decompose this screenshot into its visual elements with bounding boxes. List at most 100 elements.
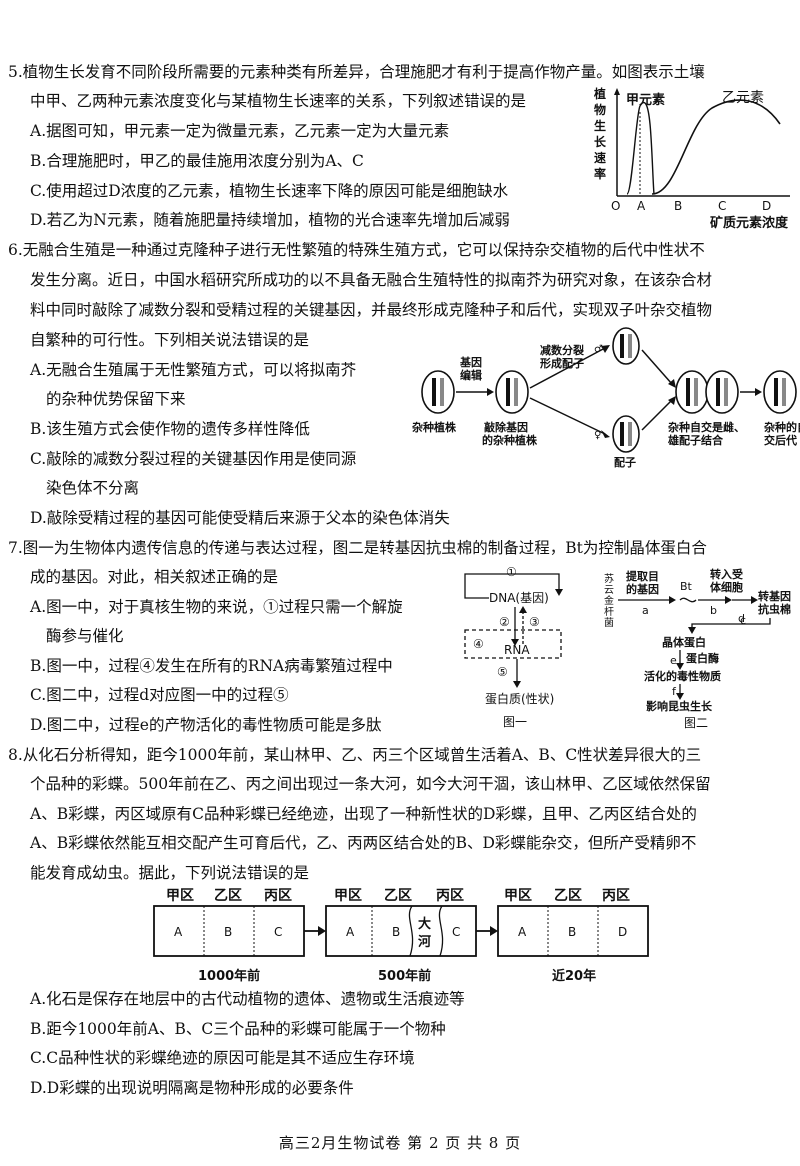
- q7-option-d: D.图二中，过程e的产物活化的毒性物质可能是多肽: [30, 716, 382, 734]
- q5-option-b: B.合理施肥时，甲乙的最佳施用浓度分别为A、C: [30, 152, 364, 170]
- p2-b: B: [392, 925, 400, 939]
- step4-label: ④: [473, 637, 484, 651]
- female-symbol: ♀: [594, 430, 601, 441]
- step3-label: ③: [529, 615, 540, 629]
- panel-500-years: [325, 905, 477, 957]
- offspring-label-1: 杂种的自: [764, 420, 800, 434]
- q6-option-a-1: A.无融合生殖属于无性繁殖方式，可以将拟南芥: [30, 361, 357, 379]
- q8-stem-line1: 8.从化石分析得知，距今1000年前，某山林甲、乙、丙三个区域曾生活着A、B、C…: [8, 746, 702, 764]
- q7-stem-line2: 成的基因。对此，相关叙述正确的是: [30, 568, 279, 586]
- crystal-protein-label: 晶体蛋白: [662, 635, 706, 649]
- step-e-label: e: [670, 654, 677, 667]
- q5-stem-line2: 中甲、乙两种元素浓度变化与某植物生长速率的关系，下列叙述错误的是: [30, 92, 527, 110]
- p3-a: A: [518, 925, 527, 939]
- source-char-2: 云: [604, 585, 614, 596]
- y-axis-label-1: 植: [593, 86, 606, 101]
- step-b-label: b: [710, 604, 717, 617]
- toxin-label: 活化的毒性物质: [644, 669, 721, 683]
- transfer-label-1: 转入受: [710, 567, 743, 581]
- step-f-label: f: [672, 685, 677, 698]
- male-gamete-icon: [612, 327, 640, 365]
- gamete-label: 配子: [614, 455, 636, 469]
- q6-stem-line2: 发生分离。近日，中国水稻研究所成功的以不具备无融合生殖特性的拟南芥为研究对象，在…: [30, 271, 713, 289]
- p3-b: B: [568, 925, 576, 939]
- tick-c: C: [718, 199, 726, 213]
- source-char-5: 菌: [604, 617, 614, 629]
- p2-zone-jia: 甲区: [334, 888, 362, 904]
- bt-label: Bt: [680, 580, 693, 593]
- q8-stem-line3: A、B彩蝶，丙区域原有C品种彩蝶已经绝迹，出现了一种新性状的D彩蝶，且甲、乙丙区…: [30, 805, 697, 823]
- time-500: 500年前: [378, 968, 431, 984]
- p1-zone-yi: 乙区: [214, 888, 242, 904]
- p2-c: C: [452, 925, 460, 939]
- q8-option-c: C.C品种性状的彩蝶绝迹的原因可能是其不适应生存环境: [30, 1049, 415, 1067]
- selfing-label-1: 杂种自交是雌、: [668, 420, 745, 434]
- y-axis-label-6: 率: [594, 166, 606, 181]
- tick-b: B: [674, 199, 682, 213]
- step-a-label: a: [642, 604, 649, 617]
- step-c-label: c: [740, 614, 746, 627]
- edit-label-1: 基因: [459, 355, 482, 369]
- p1-b: B: [224, 925, 232, 939]
- q6-option-c-2: 染色体不分离: [46, 479, 140, 497]
- river-bank-left: [408, 905, 414, 957]
- q8-stem-line2: 个品种的彩蝶。500年前在乙、丙之间出现过一条大河，如今大河干涸，该山林甲、乙区…: [30, 775, 711, 793]
- panel-1000-years: [153, 905, 305, 957]
- p1-zone-jia: 甲区: [166, 888, 194, 904]
- hybrid-label: 杂种植株: [412, 420, 457, 434]
- p2-a: A: [346, 925, 355, 939]
- q6-stem-line3: 料中同时敲除了减数分裂和受精过程的关键基因，并最终形成克隆种子和后代，实现双子叶…: [30, 301, 713, 319]
- series-yi-label: 乙元素: [722, 90, 764, 106]
- tick-d: D: [762, 199, 771, 213]
- river-label-2: 河: [418, 934, 431, 950]
- p2-zone-bing: 丙区: [436, 888, 464, 904]
- rna-label: RNA: [504, 643, 530, 657]
- extract-label-2: 的基因: [626, 582, 659, 596]
- meiosis-label-2: 形成配子: [540, 356, 584, 370]
- p2-zone-yi: 乙区: [384, 888, 412, 904]
- p1-a: A: [174, 925, 183, 939]
- tick-a: A: [637, 199, 646, 213]
- series-jia-label: 甲元素: [626, 92, 665, 108]
- q6-apomixis-diagram: 杂种植株 基因 编辑 敲除基因 的杂种植株 减数分裂 形成配子 ♂ ♀ 配子 杂…: [412, 327, 800, 469]
- p1-zone-bing: 丙区: [264, 888, 292, 904]
- source-char-1: 苏: [604, 572, 614, 585]
- fig2-caption: 图二: [684, 716, 708, 730]
- q6-option-d: D.敲除受精过程的基因可能使受精后来源于父本的染色体消失: [30, 509, 450, 527]
- step2-label: ②: [499, 615, 510, 629]
- cotton-label-1: 转基因: [758, 589, 791, 603]
- q6-option-b: B.该生殖方式会使作物的遗传多样性降低: [30, 420, 310, 438]
- q6-option-c-1: C.敲除的减数分裂过程的关键基因作用是使同源: [30, 450, 357, 468]
- enzyme-label: 蛋白酶: [686, 651, 719, 665]
- y-axis-label-4: 长: [594, 134, 607, 149]
- offspring-label-2: 交后代: [764, 433, 797, 447]
- selfing-label-2: 雄配子结合: [667, 433, 724, 447]
- q7-stem-line1: 7.图一为生物体内遗传信息的传递与表达过程，图二是转基因抗虫棉的制备过程，Bt为…: [8, 539, 707, 557]
- q8-option-a: A.化石是保存在地层中的古代动植物的遗体、遗物或生活痕迹等: [30, 990, 465, 1008]
- protein-label: 蛋白质(性状): [485, 691, 554, 706]
- p3-zone-jia: 甲区: [504, 888, 532, 904]
- q8-option-d: D.D彩蝶的出现说明隔离是物种形成的必要条件: [30, 1079, 354, 1097]
- zygote-cell-icon-1: [675, 370, 709, 414]
- q7-option-a-1: A.图一中，对于真核生物的来说，①过程只需一个解旋: [30, 598, 403, 616]
- q8-option-b: B.距今1000年前A、B、C三个品种的彩蝶可能属于一个物种: [30, 1020, 446, 1038]
- source-char-3: 金: [604, 594, 614, 607]
- transfer-label-2: 体细胞: [710, 580, 743, 594]
- step5-label: ⑤: [497, 665, 508, 679]
- series-jia-curve: [626, 101, 655, 195]
- series-yi-curve: [651, 99, 781, 195]
- edit-label-2: 编辑: [460, 368, 482, 382]
- step1-label: ①: [506, 565, 517, 579]
- knockout-label-2: 的杂种植株: [482, 433, 538, 447]
- cotton-label-2: 抗虫棉: [758, 602, 791, 616]
- dna-label: DNA(基因): [489, 591, 549, 605]
- river-bank-right: [438, 905, 444, 957]
- q5-stem-line1: 5.植物生长发育不同阶段所需要的元素种类有所差异，合理施肥才有利于提高作物产量。…: [8, 63, 705, 81]
- q8-stem-line4: A、B彩蝶依然能互相交配产生可育后代，乙、丙两区结合处的B、D彩蝶能杂交，但所产…: [30, 834, 697, 852]
- hybrid-cell-icon: [421, 370, 455, 414]
- q5-option-c: C.使用超过D浓度的乙元素，植物生长速率下降的原因可能是细胞缺水: [30, 182, 509, 200]
- q6-stem-line1: 6.无融合生殖是一种通过克隆种子进行无性繁殖的特殊生殖方式，它可以保持杂交植物的…: [8, 241, 705, 259]
- p3-d: D: [618, 925, 627, 939]
- q5-option-d: D.若乙为N元素，随着施肥量持续增加，植物的光合速率先增加后减弱: [30, 211, 510, 229]
- q5-growth-chart: 植 物 生 长 速 率 甲元素 乙元素 O A B C D 矿质元素浓度: [593, 86, 797, 231]
